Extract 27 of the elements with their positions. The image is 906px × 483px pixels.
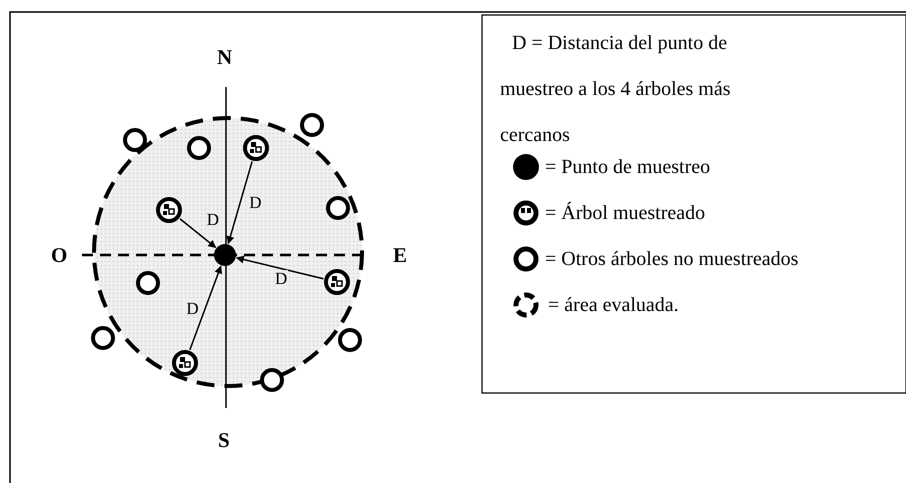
edge-label: D [206,211,220,228]
definition-note: D = Distancia del punto de muestreo a los 4 árboles más cercanos [500,31,732,148]
edge-label: D [185,300,200,318]
edge-label: D [248,194,262,212]
tree-symbol [297,110,327,140]
sampled-tree-symbol [153,194,185,226]
legend-text: = Árbol muestreado [545,201,706,225]
tree-symbol [184,133,214,163]
edge-label: D [274,270,288,288]
legend-text: = Otros árboles no muestreados [545,247,798,271]
tree-symbol [133,268,163,298]
compass-label: E [393,245,408,266]
tree-symbol [88,323,118,353]
legend-text: = Punto de muestreo [545,155,710,179]
sampled-tree-symbol [321,266,353,298]
sample-point [211,241,239,269]
compass-label: O [51,245,68,266]
sampled-tree-symbol [169,347,201,379]
tree-symbol [120,125,150,155]
compass-label: S [218,430,230,451]
sampled-tree-symbol [240,132,272,164]
compass-label: N [217,47,232,68]
distance-arrow [179,218,216,248]
tree-symbol [257,365,287,395]
tree-symbol [323,193,353,223]
legend-text: = área evaluada. [548,293,679,317]
tree-symbol [335,325,365,355]
